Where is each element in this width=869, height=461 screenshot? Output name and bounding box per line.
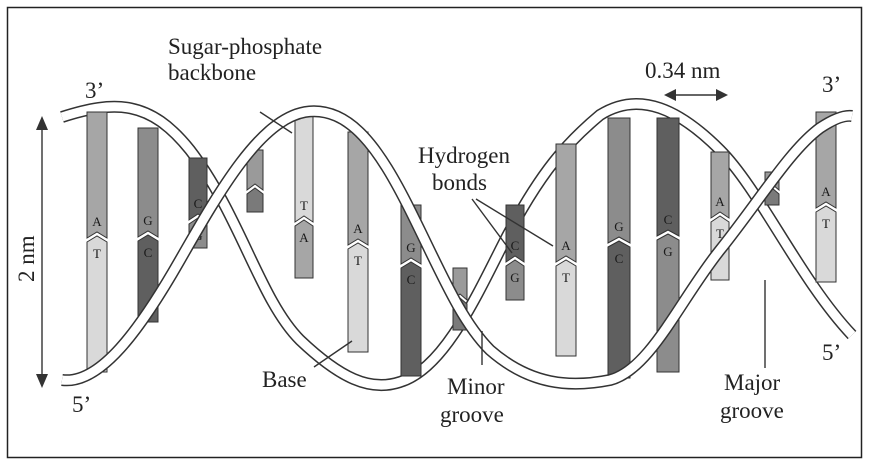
base-bottom [247,188,263,212]
label-5prime-bottom-right: 5’ [822,340,841,365]
base-letter-bottom: A [299,230,309,245]
arrow-head-left-icon [664,89,676,101]
base-letter-bottom: C [407,272,416,287]
arrow-head-up-icon [36,116,48,130]
base-pair: AT [87,112,107,372]
base-letter-top: A [821,184,831,199]
label-minor-line2: groove [440,402,504,427]
base-letter-top: C [194,196,203,211]
base-top [506,205,524,262]
base-pair: GC [608,118,630,378]
base-letter-bottom: T [354,253,362,268]
label-hbonds-line2: bonds [432,170,487,195]
arrow-head-down-icon [36,374,48,388]
base-letter-top: T [300,198,308,213]
base-pair: AT [816,112,836,282]
label-base: Base [262,367,307,392]
label-diameter: 2 nm [14,235,39,282]
label-3prime-top-left: 3’ [85,78,104,103]
base-letter-bottom: G [510,270,519,285]
base-letter-top: G [406,240,415,255]
label-major-line1: Major [724,370,781,395]
label-major-line2: groove [720,398,784,423]
base-letter-top: G [614,219,623,234]
base-letter-bottom: G [663,244,672,259]
base-letter-bottom: T [93,246,101,261]
base-bottom [295,220,313,278]
base-letter-bottom: T [822,216,830,231]
label-3prime-top-right: 3’ [822,72,841,97]
arrow-head-right-icon [716,89,728,101]
base-letter-top: C [511,238,520,253]
base-pair: AT [348,132,368,352]
base-letter-top: A [715,194,725,209]
base-letter-top: A [353,221,363,236]
base-pair: TA [295,112,313,278]
label-minor-line1: Minor [447,374,505,399]
base-letter-bottom: T [562,270,570,285]
base-letter-top: C [664,212,673,227]
label-5prime-bottom-left: 5’ [72,392,91,417]
base-pair: AT [556,144,576,356]
base-letter-bottom: C [615,251,624,266]
label-backbone-line2: backbone [168,60,256,85]
base-letter-top: G [143,213,152,228]
label-hbonds-line1: Hydrogen [418,143,510,168]
label-backbone-line1: Sugar-phosphate [168,34,322,59]
label-spacing: 0.34 nm [645,58,721,83]
base-letter-top: A [92,214,102,229]
base-letter-bottom: C [144,245,153,260]
base-letter-top: A [561,238,571,253]
